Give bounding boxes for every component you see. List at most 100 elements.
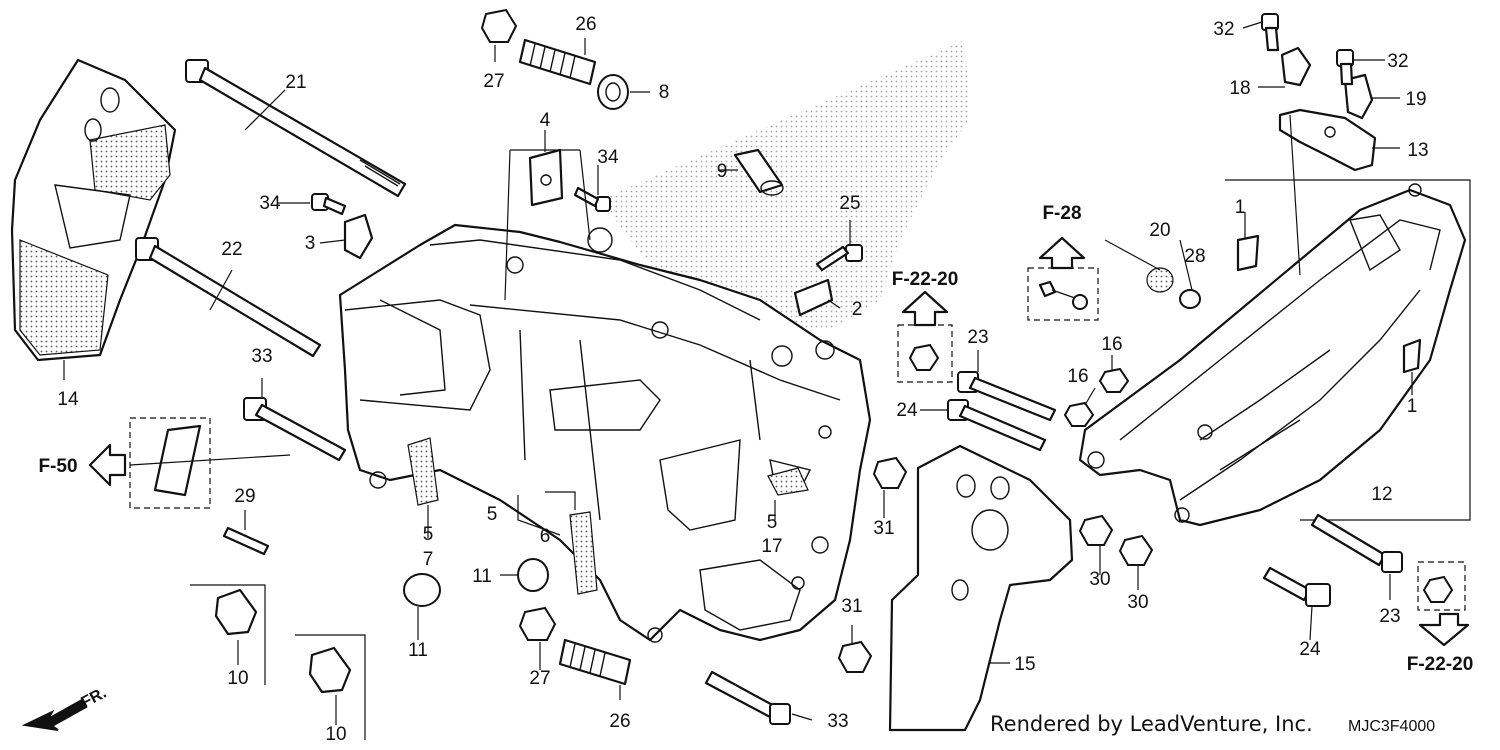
reference-f28: F-28 bbox=[1042, 203, 1081, 224]
bolt-24-right bbox=[1262, 566, 1331, 607]
bolt-24-mid bbox=[947, 399, 1047, 452]
nut-27-bottom bbox=[518, 606, 557, 641]
collar-9 bbox=[733, 148, 784, 196]
bolt-34-top bbox=[573, 186, 611, 212]
sheen-pattern bbox=[600, 40, 970, 330]
part-label-5: 5 bbox=[423, 524, 434, 545]
front-direction-arrow bbox=[21, 698, 88, 731]
part-label-7: 7 bbox=[423, 549, 434, 570]
leader-lines bbox=[63, 21, 1413, 725]
part-label-15: 15 bbox=[1014, 654, 1035, 675]
part-label-21: 21 bbox=[285, 72, 306, 93]
part-label-9: 9 bbox=[717, 161, 728, 182]
bracket-13 bbox=[1278, 108, 1377, 172]
part-label-23: 23 bbox=[967, 327, 988, 348]
mount-box-right bbox=[1417, 561, 1466, 611]
part-label-34: 34 bbox=[597, 147, 619, 168]
bushing-8 bbox=[597, 74, 629, 110]
collar-28 bbox=[1179, 289, 1201, 309]
rubber-20 bbox=[1146, 267, 1174, 293]
bolt-32-right bbox=[1336, 49, 1354, 86]
bolt-29 bbox=[222, 526, 270, 556]
reference-f50: F-50 bbox=[38, 456, 77, 477]
part-label-25: 25 bbox=[839, 193, 860, 214]
side-cover-14 bbox=[10, 58, 177, 362]
part-label-20: 20 bbox=[1149, 220, 1170, 241]
part-label-17: 17 bbox=[761, 536, 782, 557]
part-label-30: 30 bbox=[1127, 592, 1148, 613]
part-label-2: 2 bbox=[852, 299, 863, 320]
bolt-22 bbox=[135, 237, 322, 358]
part-label-33: 33 bbox=[251, 346, 272, 367]
collar-11-left bbox=[517, 558, 549, 592]
arrow-f50 bbox=[88, 443, 127, 487]
nut-30-left bbox=[1078, 514, 1114, 546]
part-label-24: 24 bbox=[896, 400, 918, 421]
bolt-21 bbox=[185, 59, 407, 198]
arrow-f2220-top bbox=[901, 290, 949, 327]
part-label-5: 5 bbox=[767, 512, 778, 533]
part-label-3: 3 bbox=[305, 233, 316, 254]
part-label-8: 8 bbox=[659, 82, 670, 103]
part-label-18: 18 bbox=[1229, 78, 1250, 99]
part-label-10: 10 bbox=[227, 668, 248, 689]
spring-26-top bbox=[518, 38, 597, 86]
rubber-5-left bbox=[407, 437, 439, 506]
arrow-f2220-bottom bbox=[1418, 612, 1470, 647]
clip-3 bbox=[343, 213, 374, 260]
bolt-32-left bbox=[1261, 13, 1280, 52]
stay-18 bbox=[1280, 46, 1312, 87]
part-label-6: 6 bbox=[540, 526, 551, 547]
part-number-labels: 1 1 2 3 4 5 5 5 6 7 8 9 10 10 11 11 12 1… bbox=[57, 14, 1428, 745]
part-label-10: 10 bbox=[325, 724, 346, 745]
bolt-34-left bbox=[311, 193, 347, 216]
part-label-19: 19 bbox=[1405, 89, 1426, 110]
part-label-34: 34 bbox=[259, 193, 281, 214]
part-label-32: 32 bbox=[1387, 51, 1408, 72]
mount-box-left bbox=[129, 417, 211, 509]
collar-11-right bbox=[403, 573, 441, 607]
bolt-23-mid bbox=[957, 371, 1057, 422]
part-label-23: 23 bbox=[1379, 606, 1400, 627]
arrow-f28 bbox=[1038, 236, 1086, 270]
part-label-16: 16 bbox=[1101, 334, 1122, 355]
bracket-2 bbox=[793, 278, 834, 317]
part-label-32: 32 bbox=[1213, 19, 1234, 40]
nut-31-top bbox=[872, 456, 908, 489]
bracket-10-left bbox=[214, 588, 258, 636]
nut-27-top bbox=[480, 8, 518, 43]
diagram-code: MJC3F4000 bbox=[1348, 718, 1435, 735]
part-label-14: 14 bbox=[57, 389, 79, 410]
part-label-16: 16 bbox=[1067, 366, 1088, 387]
part-label-29: 29 bbox=[234, 486, 255, 507]
reference-f22-20-bottom: F-22-20 bbox=[1407, 654, 1474, 675]
part-label-30: 30 bbox=[1089, 569, 1110, 590]
mount-box-f28 bbox=[1027, 267, 1099, 321]
bolt-33-bottom bbox=[704, 670, 791, 725]
rubber-5-right bbox=[767, 467, 809, 496]
part-label-27: 27 bbox=[483, 71, 504, 92]
part-label-26: 26 bbox=[609, 711, 630, 732]
stay-19 bbox=[1343, 73, 1374, 120]
bracket-10-right bbox=[308, 646, 352, 694]
bolt-33-left bbox=[243, 397, 347, 462]
spring-26-bottom bbox=[558, 638, 632, 686]
label-tag-1-top bbox=[1236, 234, 1260, 272]
render-credit: Rendered by LeadVenture, Inc. bbox=[990, 712, 1313, 736]
part-label-1: 1 bbox=[1407, 396, 1418, 417]
part-label-5: 5 bbox=[487, 504, 498, 525]
nut-16-bottom bbox=[1063, 401, 1095, 427]
bolt-23-right bbox=[1310, 513, 1403, 573]
part-label-22: 22 bbox=[221, 239, 242, 260]
part-label-4: 4 bbox=[540, 110, 551, 131]
nut-30-right bbox=[1118, 534, 1154, 566]
bracket-4 bbox=[528, 148, 564, 207]
part-label-11: 11 bbox=[408, 640, 428, 661]
part-label-26: 26 bbox=[575, 14, 596, 35]
part-label-31: 31 bbox=[873, 518, 894, 539]
subframe-12 bbox=[1078, 183, 1467, 527]
part-label-13: 13 bbox=[1407, 140, 1428, 161]
rubber-6 bbox=[569, 511, 598, 595]
